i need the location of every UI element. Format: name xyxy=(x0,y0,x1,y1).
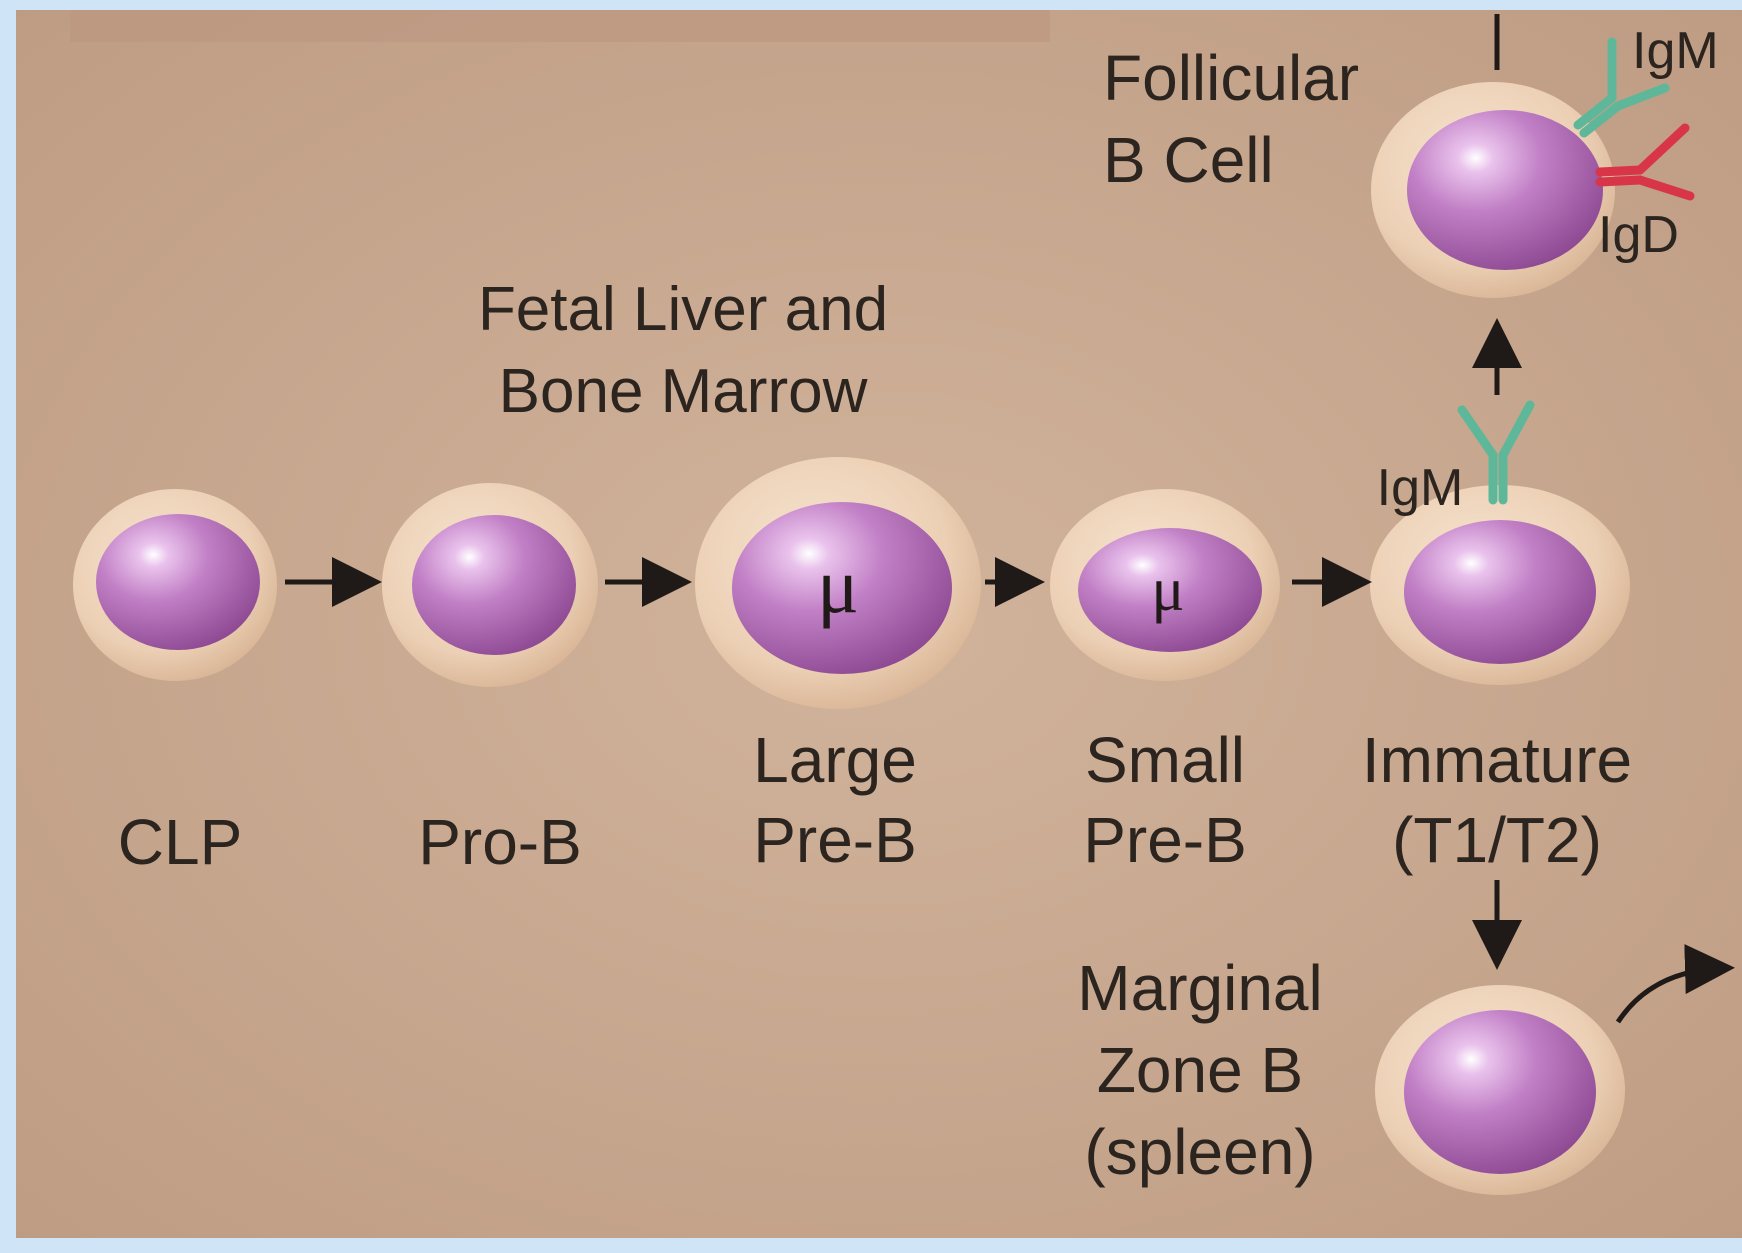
immature-label-line2: (T1/T2) xyxy=(1392,804,1602,876)
clp-nucleus xyxy=(96,514,260,650)
large-pre-b-label-line2: Pre-B xyxy=(753,804,917,876)
region-label-line2: Bone Marrow xyxy=(499,357,868,426)
cell-clp xyxy=(73,489,277,681)
pro-b-label: Pro-B xyxy=(418,806,582,878)
marginal-zone-label-line1: Marginal xyxy=(1077,952,1322,1024)
marginal-zone-label-line3: (spleen) xyxy=(1084,1116,1315,1188)
pro-b-nucleus xyxy=(412,515,576,655)
region-label-line1: Fetal Liver and xyxy=(478,275,888,344)
cell-pro-b xyxy=(382,483,598,687)
follicular-label-line2: B Cell xyxy=(1103,124,1274,196)
immature-receptor-label: IgM xyxy=(1377,459,1464,517)
follicular-igd-label: IgD xyxy=(1598,206,1679,264)
follicular-label-line1: Follicular xyxy=(1103,42,1359,114)
large-pre-b-label-line1: Large xyxy=(753,724,917,796)
large-pre-b-nucleus-symbol: μ xyxy=(817,542,859,629)
marginal-zone-label-line2: Zone B xyxy=(1097,1034,1303,1106)
cell-small-pre-b: μ xyxy=(1050,489,1280,681)
cell-marginal-zone-b xyxy=(1375,985,1625,1195)
cell-large-pre-b: μ xyxy=(695,457,981,709)
follicular-nucleus xyxy=(1407,110,1603,270)
immature-label-line1: Immature xyxy=(1362,724,1632,796)
clp-label: CLP xyxy=(118,806,243,878)
small-pre-b-label-line2: Pre-B xyxy=(1083,804,1247,876)
top-band xyxy=(70,10,1050,42)
small-pre-b-label-line1: Small xyxy=(1085,724,1245,796)
follicular-igm-label: IgM xyxy=(1632,22,1719,80)
immature-nucleus xyxy=(1404,520,1596,664)
marginal-zone-nucleus xyxy=(1404,1010,1596,1174)
small-pre-b-nucleus-symbol: μ xyxy=(1151,556,1184,624)
